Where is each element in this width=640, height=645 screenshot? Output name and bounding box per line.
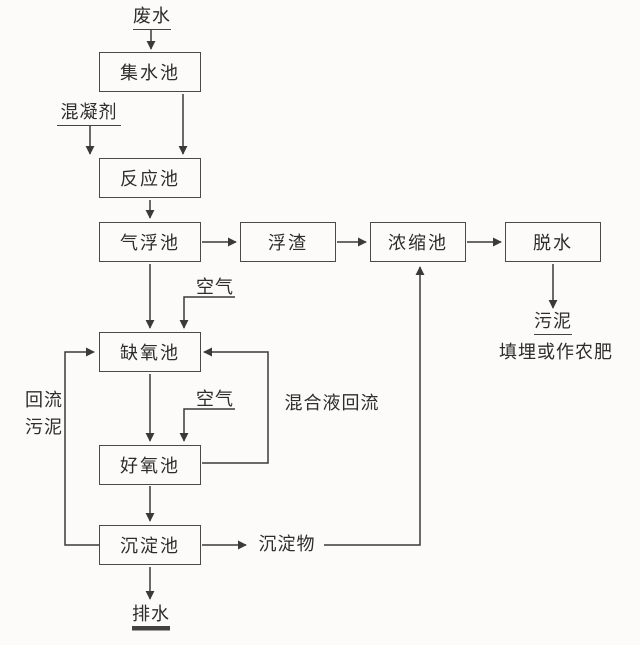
coagulant-label: 混凝剂: [57, 102, 121, 127]
sedimentation-tank-box: 沉淀池: [99, 525, 201, 565]
arrow-air-to-aerobic-tank: [179, 408, 235, 442]
return-sludge-label-line1: 回流: [25, 390, 63, 410]
arrow-return-sludge-to-anoxic-tank: [64, 347, 99, 546]
arrow-sediment-to-thickener-tank: [324, 266, 425, 546]
sludge-disposal-label: 填埋或作农肥: [499, 342, 613, 362]
thickener-tank-box: 浓缩池: [370, 222, 466, 262]
scum-box: 浮渣: [240, 222, 336, 262]
flotation-tank-box: 气浮池: [99, 222, 201, 262]
anoxic-tank-box: 缺氧池: [99, 332, 201, 372]
sediment-label: 沉淀物: [258, 534, 316, 554]
aerobic-tank-box: 好氧池: [99, 445, 201, 485]
sludge-label: 污泥: [534, 311, 572, 336]
air-label-anoxic: 空气: [196, 277, 234, 297]
wastewater-label: 废水: [133, 6, 171, 31]
collection-tank-box: 集水池: [99, 52, 201, 92]
reaction-tank-box: 反应池: [99, 158, 201, 198]
mixed-liquor-return-label: 混合液回流: [284, 393, 380, 413]
effluent-label: 排水: [132, 604, 170, 628]
arrow-mixed-liquor-return: [202, 347, 269, 464]
dewatering-box: 脱水: [505, 222, 601, 262]
air-label-aerobic: 空气: [196, 389, 234, 409]
arrow-air-to-anoxic-tank: [179, 296, 235, 329]
return-sludge-label: 回流 污泥: [24, 390, 64, 444]
return-sludge-label-line2: 污泥: [25, 417, 63, 438]
